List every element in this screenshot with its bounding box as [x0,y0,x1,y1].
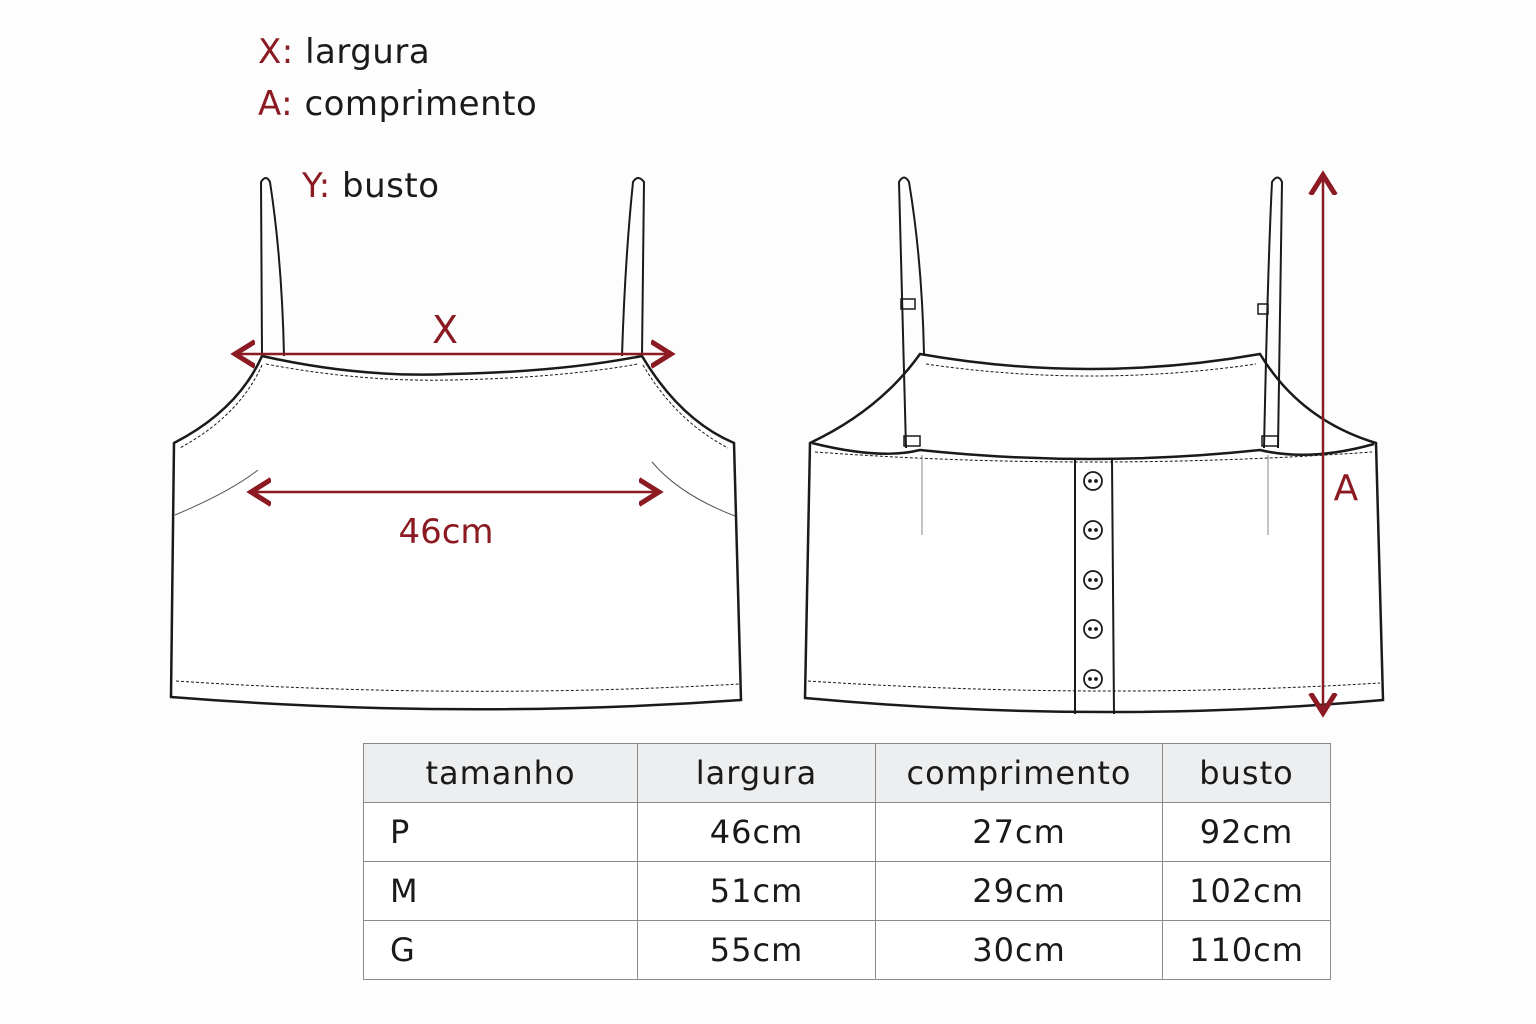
legend-busto: Y: busto [302,166,440,206]
header-tamanho: tamanho [363,743,638,803]
legend-key: Y: [302,166,331,206]
legend-label: busto [342,166,440,206]
size-table: tamanho largura comprimento busto P 46cm… [363,743,1331,980]
cell-comprimento: 30cm [875,920,1163,980]
back-strap-left [897,176,925,449]
button-icon [1083,570,1103,590]
cell-busto: 102cm [1162,861,1331,921]
cell-largura: 46cm [637,802,876,862]
table-header-row: tamanho largura comprimento busto [363,743,1331,803]
cell-comprimento: 29cm [875,861,1163,921]
front-body [169,354,743,711]
header-largura: largura [637,743,876,803]
front-strap-left [259,177,285,357]
front-garment [169,177,743,711]
header-comprimento: comprimento [875,743,1163,803]
legend-label: comprimento [304,84,538,124]
front-strap-right [621,177,646,357]
header-busto: busto [1162,743,1331,803]
width-marker: X [432,308,458,352]
button-icon [1083,471,1103,491]
cell-largura: 51cm [637,861,876,921]
table-row: M 51cm 29cm 102cm [363,861,1331,921]
cell-busto: 92cm [1162,802,1331,862]
cell-size: M [363,861,638,921]
legend-key: X: [258,32,294,72]
legend-key: A: [258,84,294,124]
button-icon [1083,520,1103,540]
button-icon [1083,669,1103,689]
bust-measure: 46cm [398,512,493,552]
table-row: G 55cm 30cm 110cm [363,920,1331,980]
cell-size: P [363,802,638,862]
legend-label: largura [305,32,431,72]
legend-largura: X: largura [258,32,430,72]
garment-diagram: X 46cm A [169,0,1385,740]
cell-size: G [363,920,638,980]
legend-comprimento: A: comprimento [258,84,537,124]
cell-comprimento: 27cm [875,802,1163,862]
cell-busto: 110cm [1162,920,1331,980]
back-strap-right [1263,176,1284,449]
length-marker: A [1334,468,1359,509]
button-icon [1083,619,1103,639]
table-row: P 46cm 27cm 92cm [363,802,1331,862]
cell-largura: 55cm [637,920,876,980]
button-placket [1083,471,1103,689]
